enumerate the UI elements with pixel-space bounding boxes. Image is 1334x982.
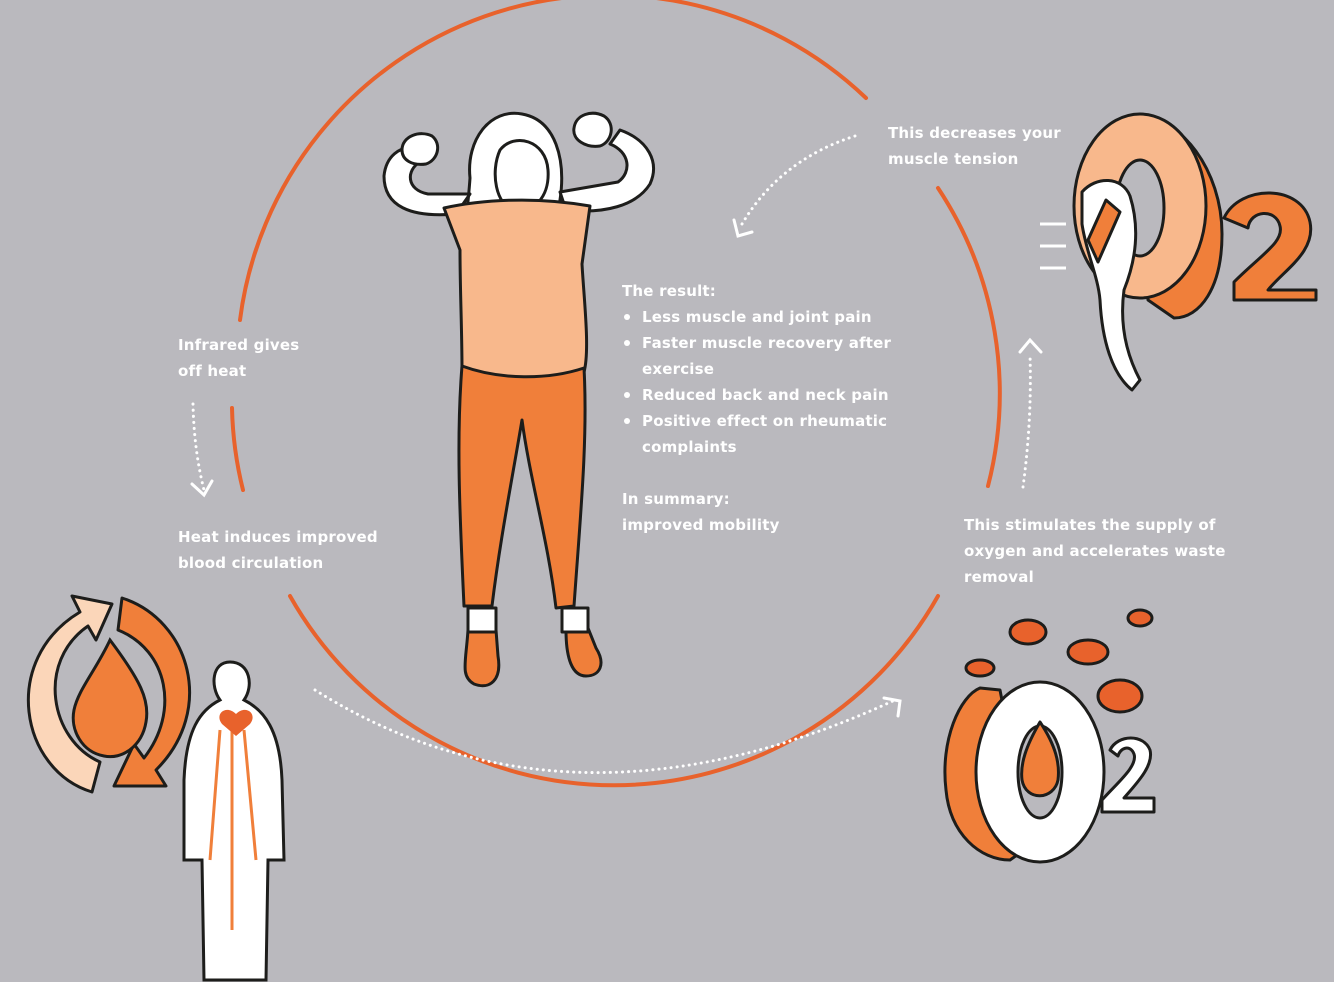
label-line: removal	[964, 564, 1254, 590]
woman-shoe-right	[566, 628, 601, 676]
step-label-oxygen: This stimulates the supply of oxygen and…	[964, 512, 1254, 590]
blood-cell	[966, 660, 994, 676]
arrow-head-up	[1020, 340, 1041, 352]
arrow-head-bottom	[884, 698, 900, 716]
label-line: This stimulates the supply of	[964, 512, 1254, 538]
blood-cell	[1128, 610, 1152, 626]
dotted-arrow-down	[193, 404, 204, 490]
arrow-head-left	[734, 220, 752, 236]
label-line: Heat induces improved	[178, 524, 408, 550]
woman-sock-right	[562, 608, 588, 632]
woman-pants	[459, 366, 585, 608]
summary: In summary: improved mobility	[622, 486, 922, 538]
arc-right	[938, 188, 1000, 486]
dotted-arrow-left	[742, 136, 855, 224]
arc-bottom	[290, 596, 938, 785]
oxygen-blood-cells-icon	[945, 610, 1154, 862]
result-item: Reduced back and neck pain	[622, 382, 922, 408]
blood-cell	[1010, 620, 1046, 644]
o2-top-subscript-2	[1224, 193, 1316, 300]
blood-circulation-icon	[28, 596, 284, 980]
blood-cell	[1098, 680, 1142, 712]
label-line: muscle tension	[888, 146, 1088, 172]
label-line: oxygen and accelerates waste	[964, 538, 1254, 564]
label-line: off heat	[178, 358, 348, 384]
result-item: Faster muscle recovery after exercise	[622, 330, 922, 382]
o2-subscript-2	[1102, 738, 1154, 812]
flexing-woman-icon	[384, 113, 653, 685]
label-line: Infrared gives	[178, 332, 348, 358]
result-item: Positive effect on rheumatic complaints	[622, 408, 922, 460]
label-line: This decreases your	[888, 120, 1088, 146]
woman-fist-left	[402, 134, 438, 165]
arc-left	[232, 408, 243, 490]
result-list: Less muscle and joint pain Faster muscle…	[622, 304, 922, 460]
woman-fist-right	[574, 113, 611, 146]
summary-heading: In summary:	[622, 486, 922, 512]
result-panel: The result: Less muscle and joint pain F…	[622, 278, 922, 538]
label-line: blood circulation	[178, 550, 408, 576]
motion-lines	[1040, 224, 1066, 268]
summary-text: improved mobility	[622, 512, 922, 538]
result-heading: The result:	[622, 278, 922, 304]
blood-drop-icon	[73, 640, 147, 757]
dotted-arrow-up	[1023, 355, 1030, 487]
blood-cell	[1068, 640, 1108, 664]
woman-sock-left	[468, 608, 496, 632]
step-label-tension: This decreases your muscle tension	[888, 120, 1088, 172]
human-body-outline	[184, 662, 284, 980]
step-label-infrared: Infrared gives off heat	[178, 332, 348, 384]
woman-shoe-left	[465, 630, 499, 686]
result-item: Less muscle and joint pain	[622, 304, 922, 330]
woman-shirt	[444, 200, 590, 381]
step-label-heat: Heat induces improved blood circulation	[178, 524, 408, 576]
